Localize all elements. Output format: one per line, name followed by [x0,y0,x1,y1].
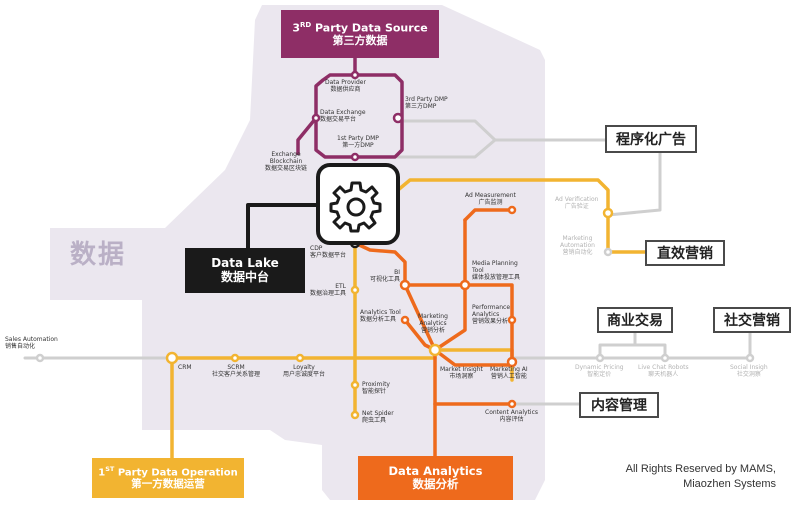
third-party-title-rest: Party Data Source [311,21,428,35]
label-ad-verification: Ad Verification 广告验证 [555,196,599,210]
station-ad-measurement [507,205,517,215]
first-party-hub[interactable]: 1ST Party Data Operation 第一方数据运营 [92,458,244,498]
label-net-spider: Net Spider 爬虫工具 [362,410,394,424]
label-proximity: Proximity 智能探针 [362,381,390,395]
orange-line-media [463,208,514,222]
label-bi: BI 可视化工具 [370,269,401,283]
data-lake-title: Data Lake [211,255,279,270]
category-content[interactable]: 内容管理 [579,392,659,418]
label-1st-dmp: 1st Party DMP 第一方DMP [337,135,379,149]
label-3rd-dmp: 3rd Party DMP 第三方DMP [405,96,448,110]
station-dynamic-pricing [595,353,605,363]
orange-line-media2 [433,218,467,352]
yellow-line-adm [396,178,610,215]
station-ad-verification [602,207,614,219]
label-ad-measurement: Ad Measurement 广告监测 [465,192,516,206]
data-lake-hub[interactable]: Data Lake 数据中台 [185,248,305,293]
gear-icon [329,181,382,233]
station-social-insight [745,353,755,363]
station-media-planning [459,279,471,291]
label-social-insight: Social Insigh 社交洞察 [730,364,768,378]
data-lake-subtitle: 数据中台 [220,269,269,284]
gear-hub [316,163,400,245]
station-marketing-automation [603,247,613,257]
footer-line-1: All Rights Reserved by MAMS, [625,463,776,475]
data-analytics-title: Data Analytics [388,463,483,478]
station-loyalty [295,353,305,363]
label-cdp: CDP 客户数据平台 [310,245,347,259]
station-marketing-analytics [428,343,442,357]
label-data-exchange: Data Exchange 数据交易平台 [320,109,366,123]
data-lake-line [246,203,318,248]
label-analytics-tool: Analytics Tool 数据分析工具 [360,309,401,323]
orange-line-ai [433,348,514,367]
label-live-chat: Live Chat Robots 聊天机器人 [638,364,689,378]
station-1st-dmp [350,152,360,162]
label-marketing-ai: Marketing AI 营销人工智能 [490,366,528,380]
label-marketing-automation: Marketing Automation 营销自动化 [560,235,595,256]
label-loyalty: Loyalty 用户忠诚度平台 [283,364,326,378]
station-live-chat [660,353,670,363]
station-performance-analytics [507,315,517,325]
label-dynamic-pricing: Dynamic Pricing 智能定价 [575,364,624,378]
station-marketing-ai [506,356,518,368]
category-commerce[interactable]: 商业交易 [597,307,673,333]
station-etl [350,285,360,295]
category-performance[interactable]: 直效营销 [645,240,725,266]
third-party-hub[interactable]: 3RD Party Data Source 第三方数据 [281,10,439,58]
station-sales-automation [35,353,45,363]
station-net-spider [350,410,360,420]
label-sales-automation: Sales Automation 销售自动化 [5,336,58,350]
label-content-analytics: Content Analytics 内容评估 [485,409,539,423]
station-data-provider [350,70,360,80]
label-data-provider: Data Provider 数据供应商 [325,79,366,93]
first-party-title-base: 1 [98,466,106,478]
category-social[interactable]: 社交营销 [713,307,791,333]
label-media-planning: Media Planning Tool 媒体投放管理工具 [472,260,521,281]
label-crm: CRM [178,364,192,371]
first-party-title-sup: ST [105,464,115,473]
data-analytics-subtitle: 数据分析 [412,477,459,491]
gray-line-commerce-up [598,331,637,360]
label-exchange-blockchain: Exchange Blockchain 数据交易区块链 [265,151,308,172]
watermark-text: 数据 [70,240,127,270]
gray-line-programmatic-2 [396,138,497,159]
yellow-line-perf [606,211,647,254]
station-data-exchange [311,113,321,123]
gray-line-commerce-up2 [633,343,667,360]
third-party-blockchain [296,116,318,155]
footer-copyright: All Rights Reserved by MAMS, Miaozhen Sy… [626,462,776,492]
station-content-analytics [507,399,517,409]
third-party-subtitle: 第三方数据 [332,33,388,47]
footer-line-2: Miaozhen Systems [683,477,776,490]
orange-line-bi [403,283,514,362]
data-analytics-hub[interactable]: Data Analytics 数据分析 [358,456,513,500]
category-programmatic[interactable]: 程序化广告 [605,125,697,153]
station-crm [165,351,179,365]
third-party-title-sup: RD [299,20,312,29]
station-analytics-tool [400,315,410,325]
label-etl: ETL 数据治理工具 [310,283,347,297]
station-scrm [230,353,240,363]
label-scrm: SCRM 社交客户关系管理 [212,364,261,378]
third-party-title-base: 3 [292,21,300,35]
station-proximity [350,380,360,390]
gray-line-programmatic [396,119,607,142]
first-party-title-rest: Party Data Operation [114,466,238,478]
first-party-subtitle: 第一方数据运营 [131,478,205,491]
label-market-insight: Market Insight 市场洞察 [440,366,483,380]
station-bi [399,279,411,291]
station-3rd-dmp [392,112,404,124]
label-marketing-analytics: Marketing Analytics 营销分析 [418,313,448,334]
label-performance-analytics: Performance Analytics 营销效果分析 [472,304,511,325]
